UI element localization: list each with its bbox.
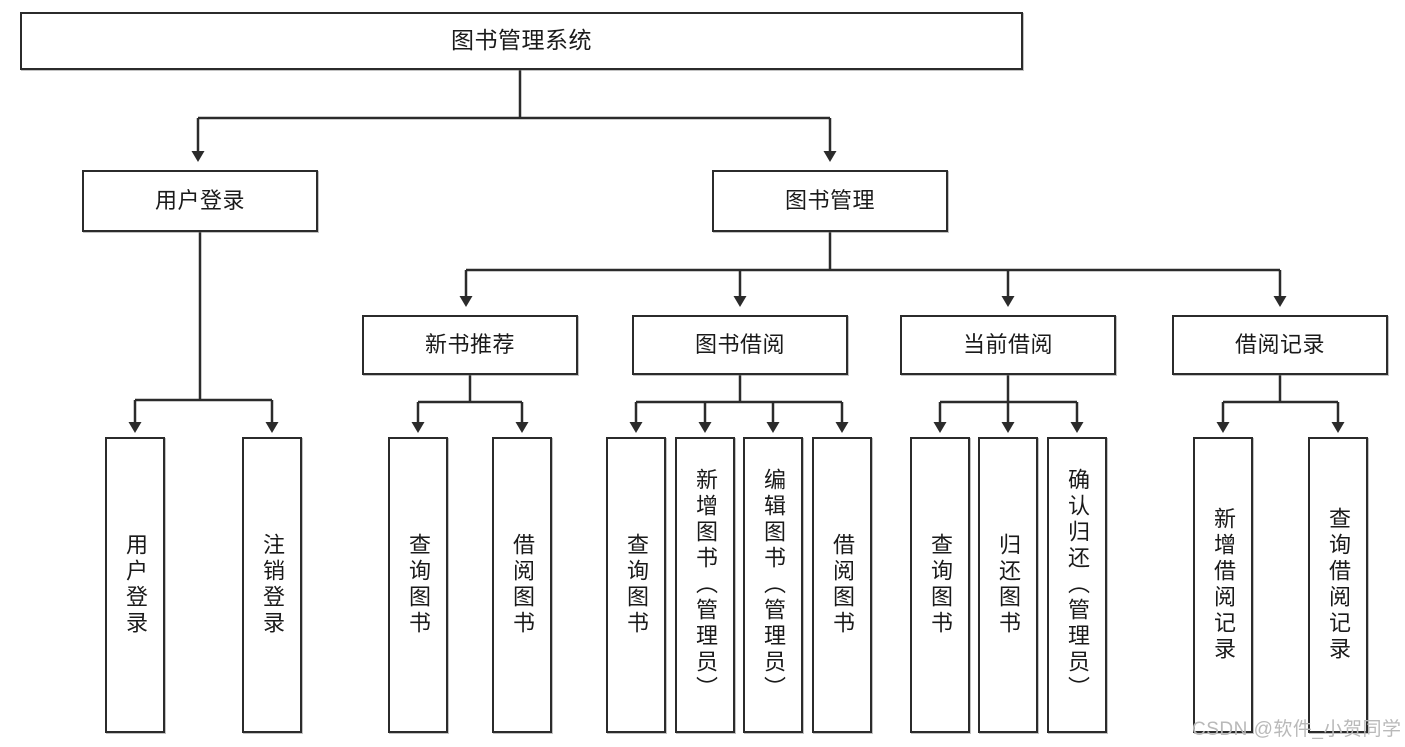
node-current-borrow-label: 当前借阅 xyxy=(962,332,1053,358)
node-current-borrow[interactable]: 当前借阅 xyxy=(900,315,1116,375)
node-leaf-user-login-label: 用户登录 xyxy=(123,533,148,637)
node-leaf-query-record[interactable]: 查询借阅记录 xyxy=(1308,437,1368,733)
node-leaf-query-book-2-label: 查询图书 xyxy=(624,533,649,637)
node-root[interactable]: 图书管理系统 xyxy=(20,12,1023,70)
node-leaf-add-record-label: 新增借阅记录 xyxy=(1211,507,1236,663)
node-borrow-record-label: 借阅记录 xyxy=(1234,332,1325,358)
node-leaf-borrow-book-1-label: 借阅图书 xyxy=(510,533,535,637)
node-leaf-query-book-1[interactable]: 查询图书 xyxy=(388,437,448,733)
node-leaf-add-record[interactable]: 新增借阅记录 xyxy=(1193,437,1253,733)
node-leaf-return-book-label: 归还图书 xyxy=(996,533,1021,637)
node-leaf-confirm-return[interactable]: 确认归还（管理员） xyxy=(1047,437,1107,733)
node-book-manage-label: 图书管理 xyxy=(784,188,875,214)
node-book-manage[interactable]: 图书管理 xyxy=(712,170,948,232)
node-new-book-recommend[interactable]: 新书推荐 xyxy=(362,315,578,375)
node-book-borrow-label: 图书借阅 xyxy=(694,332,785,358)
node-leaf-edit-book-label: 编辑图书（管理员） xyxy=(761,468,786,702)
node-leaf-query-record-label: 查询借阅记录 xyxy=(1326,507,1351,663)
node-borrow-record[interactable]: 借阅记录 xyxy=(1172,315,1388,375)
node-leaf-add-book-label: 新增图书（管理员） xyxy=(693,468,718,702)
node-leaf-user-login[interactable]: 用户登录 xyxy=(105,437,165,733)
node-book-borrow[interactable]: 图书借阅 xyxy=(632,315,848,375)
node-leaf-edit-book[interactable]: 编辑图书（管理员） xyxy=(743,437,803,733)
node-leaf-query-book-1-label: 查询图书 xyxy=(406,533,431,637)
node-leaf-add-book[interactable]: 新增图书（管理员） xyxy=(675,437,735,733)
node-leaf-confirm-return-label: 确认归还（管理员） xyxy=(1065,468,1090,702)
node-leaf-query-book-3[interactable]: 查询图书 xyxy=(910,437,970,733)
node-new-book-recommend-label: 新书推荐 xyxy=(424,332,515,358)
node-leaf-return-book[interactable]: 归还图书 xyxy=(978,437,1038,733)
node-leaf-borrow-book-1[interactable]: 借阅图书 xyxy=(492,437,552,733)
node-leaf-logout[interactable]: 注销登录 xyxy=(242,437,302,733)
node-user-login[interactable]: 用户登录 xyxy=(82,170,318,232)
node-leaf-query-book-2[interactable]: 查询图书 xyxy=(606,437,666,733)
node-root-label: 图书管理系统 xyxy=(451,27,592,54)
node-leaf-logout-label: 注销登录 xyxy=(260,533,285,637)
node-leaf-query-book-3-label: 查询图书 xyxy=(928,533,953,637)
node-leaf-borrow-book-2[interactable]: 借阅图书 xyxy=(812,437,872,733)
node-leaf-borrow-book-2-label: 借阅图书 xyxy=(830,533,855,637)
node-user-login-label: 用户登录 xyxy=(154,188,245,214)
